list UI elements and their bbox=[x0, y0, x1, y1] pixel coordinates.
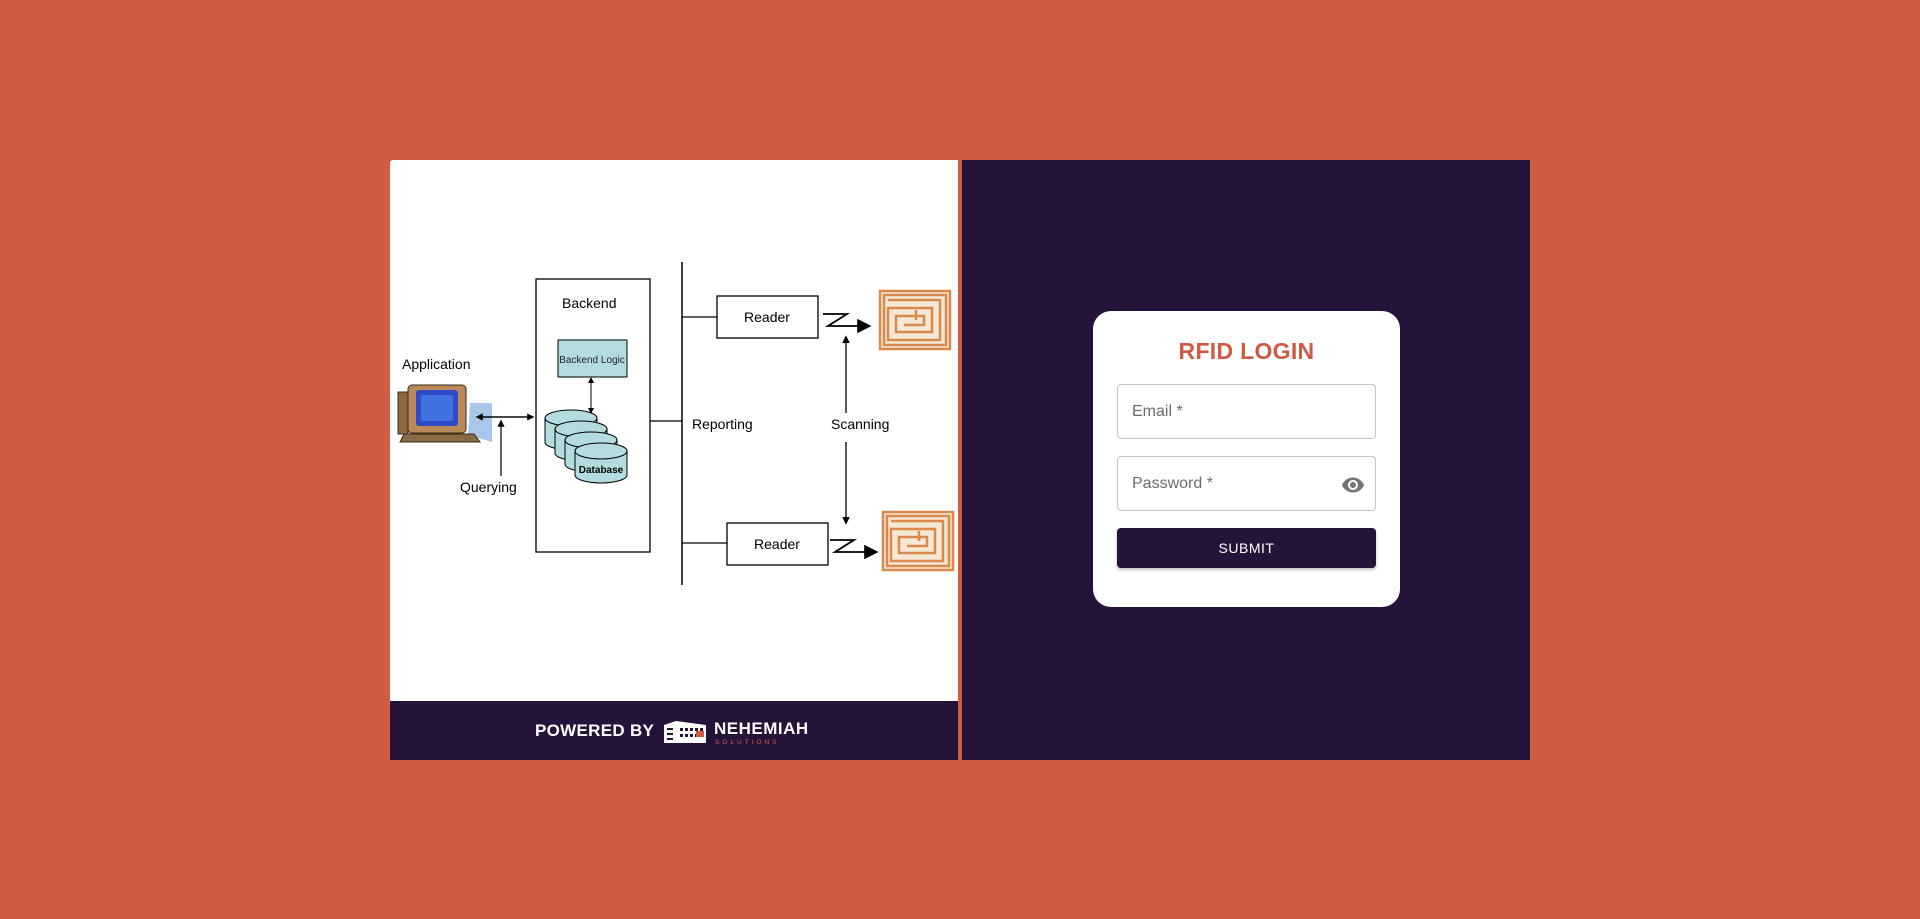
backend-box bbox=[535, 278, 651, 553]
backend-logic-box bbox=[557, 339, 628, 378]
rfid-tag-icon bbox=[881, 510, 955, 572]
email-input[interactable] bbox=[1118, 385, 1375, 438]
rfid-architecture-diagram: Application Querying Backend Backend Log… bbox=[397, 262, 955, 585]
login-panel: RFID LOGIN SUBMIT bbox=[962, 160, 1530, 760]
reporting-label: Reporting bbox=[692, 416, 753, 432]
querying-label: Querying bbox=[460, 479, 517, 495]
database-label: Database bbox=[579, 465, 624, 476]
visibility-icon[interactable] bbox=[1341, 473, 1365, 497]
powered-by-text: POWERED BY bbox=[535, 721, 655, 740]
logo-sub: SOLUTIONS bbox=[715, 739, 780, 746]
email-field-container bbox=[1117, 384, 1376, 439]
reader-top-box bbox=[716, 295, 819, 339]
backend-logic-label: Backend Logic bbox=[559, 355, 625, 366]
login-card: RFID LOGIN SUBMIT bbox=[1093, 311, 1400, 607]
computer-icon bbox=[397, 384, 492, 443]
password-field-container bbox=[1117, 456, 1376, 511]
reader-top-label: Reader bbox=[744, 309, 790, 325]
rfid-diagram-panel: Application Querying Backend Backend Log… bbox=[390, 160, 958, 760]
nehemiah-logo: NEHEMIAH SOLUTIONS bbox=[664, 719, 809, 746]
logo-name: NEHEMIAH bbox=[714, 719, 809, 738]
submit-button[interactable]: SUBMIT bbox=[1117, 528, 1376, 568]
reader-bottom-label: Reader bbox=[754, 536, 800, 552]
database-icon bbox=[544, 409, 628, 484]
password-input[interactable] bbox=[1118, 457, 1375, 510]
powered-by-footer: POWERED BY bbox=[390, 701, 958, 760]
login-title: RFID LOGIN bbox=[1178, 338, 1315, 364]
reader-bottom-box bbox=[726, 522, 829, 566]
application-label: Application bbox=[402, 356, 471, 372]
rfid-tag-icon bbox=[878, 289, 952, 351]
building-icon bbox=[664, 721, 706, 743]
scanning-label: Scanning bbox=[831, 416, 889, 432]
backend-label: Backend bbox=[562, 295, 616, 311]
